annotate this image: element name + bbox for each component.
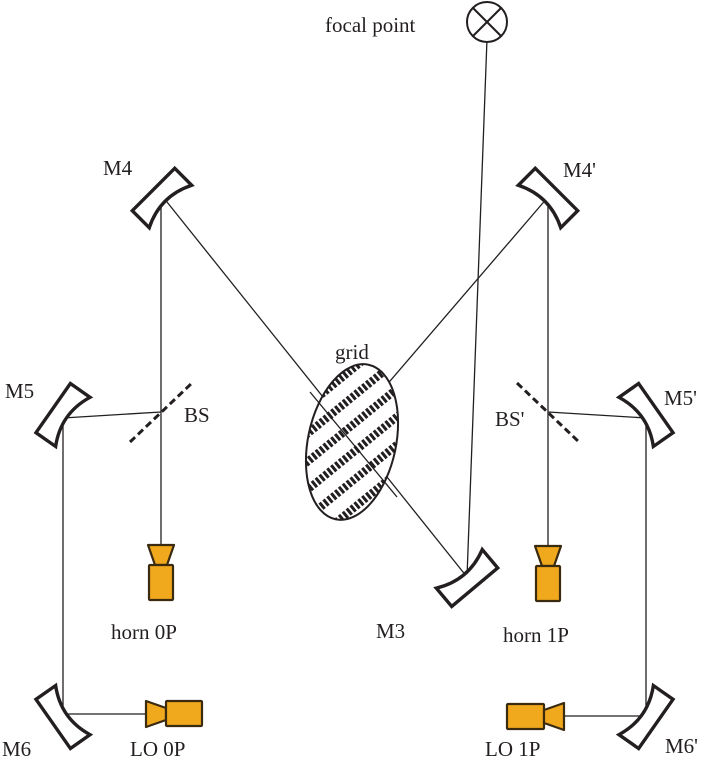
mirror-m4 — [129, 165, 195, 231]
label-m4p: M4' — [563, 158, 596, 182]
label-grid: grid — [335, 340, 369, 364]
mirror-m6p — [615, 682, 676, 751]
lo-1p-icon — [505, 701, 566, 732]
beam-splitter-bs — [128, 381, 194, 444]
mirror-m4p — [515, 165, 581, 231]
beam-m5-to-bs — [62, 411, 162, 419]
lo-0p-icon — [144, 699, 204, 729]
label-m6: M6 — [2, 737, 31, 761]
focal-point-icon — [466, 1, 508, 43]
beam-m3-to-m4 — [162, 196, 468, 578]
grid-polarizer — [292, 355, 412, 529]
label-horn-0p: horn 0P — [111, 620, 177, 644]
label-m6p: M6' — [665, 734, 698, 758]
label-bsp: BS' — [495, 407, 524, 431]
label-m5p: M5' — [664, 386, 697, 410]
label-lo-1p: LO 1P — [485, 737, 540, 761]
horn-1p-icon — [533, 544, 563, 603]
beam-splitter-bsp — [515, 381, 581, 444]
label-lo-0p: LO 0P — [130, 737, 185, 761]
label-m5: M5 — [5, 379, 34, 403]
horn-0p-icon — [146, 543, 176, 602]
label-m4: M4 — [103, 156, 133, 180]
label-horn-1p: horn 1P — [503, 623, 569, 647]
beam-focal-to-m3 — [466, 38, 488, 578]
mirror-m6 — [33, 682, 94, 751]
focal-point-label: focal point — [325, 13, 416, 37]
label-bs: BS — [184, 403, 210, 427]
mirror-m3 — [433, 546, 501, 609]
mirror-m5 — [33, 381, 94, 450]
mirror-m5p — [615, 381, 676, 450]
label-m3: M3 — [376, 619, 405, 643]
beam-bsp-to-m5p — [547, 411, 647, 419]
